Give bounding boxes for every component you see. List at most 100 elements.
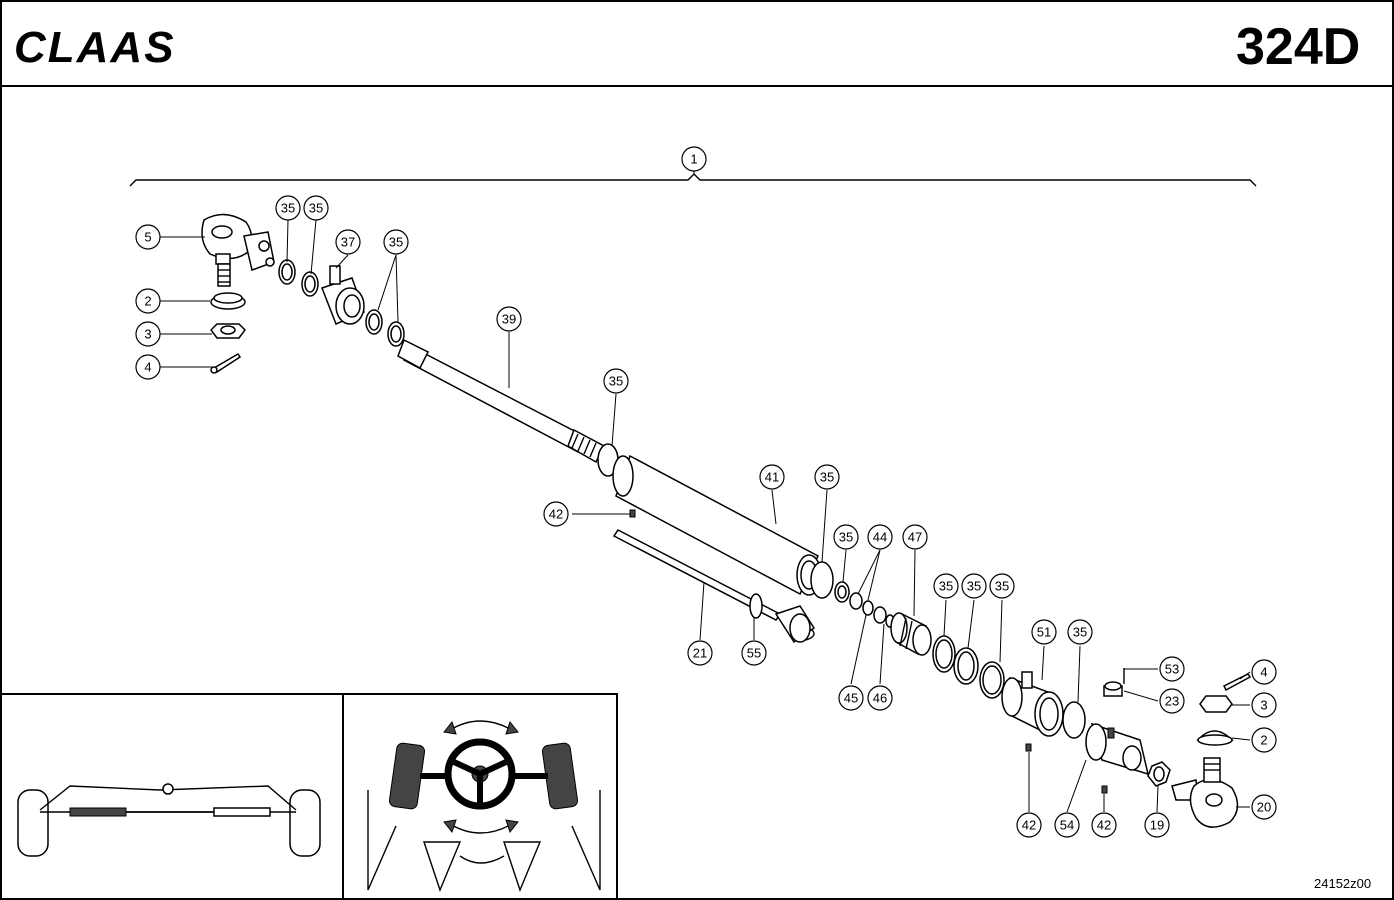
svg-text:35: 35: [609, 374, 623, 389]
svg-text:2: 2: [144, 294, 151, 309]
svg-text:35: 35: [839, 530, 853, 545]
callout-46: 46: [867, 685, 893, 711]
callout-51: 51: [1031, 619, 1057, 645]
seal-ring-far: [1062, 701, 1086, 739]
svg-text:46: 46: [873, 691, 887, 706]
fitting-37: [321, 265, 365, 325]
callout-35-i: 35: [989, 573, 1015, 599]
end-housing-54: [1085, 722, 1150, 776]
svg-text:51: 51: [1037, 625, 1051, 640]
screw-42-right-b: [1101, 785, 1108, 794]
svg-text:5: 5: [144, 230, 151, 245]
callout-35-f: 35: [833, 524, 859, 550]
callout-4-right: 4: [1251, 659, 1277, 685]
piston-47: [890, 612, 932, 656]
svg-text:23: 23: [1165, 694, 1179, 709]
svg-text:45: 45: [844, 691, 858, 706]
leader-lines: [160, 219, 1251, 813]
svg-text:35: 35: [995, 579, 1009, 594]
callout-35-g: 35: [933, 573, 959, 599]
left-hardware: [210, 292, 246, 374]
svg-text:53: 53: [1165, 662, 1179, 677]
drawing-reference: 24152z00: [1314, 876, 1371, 891]
callout-41: 41: [759, 464, 785, 490]
svg-text:3: 3: [144, 327, 151, 342]
callout-42-mid: 42: [543, 501, 569, 527]
callout-55: 55: [741, 640, 767, 666]
screw-42-mid: [629, 509, 636, 518]
piston-rod-39: [397, 338, 605, 464]
callout-44: 44: [867, 524, 893, 550]
cylinder-tube-41: [612, 454, 822, 596]
svg-text:35: 35: [1073, 625, 1087, 640]
callout-35-e: 35: [814, 464, 840, 490]
callout-45: 45: [838, 685, 864, 711]
grease-nipple-23: [1103, 668, 1125, 697]
tie-rod-end-right: [1171, 757, 1239, 828]
svg-text:39: 39: [502, 312, 516, 327]
callout-35-b: 35: [303, 195, 329, 221]
seal-rings-right: [932, 635, 1005, 699]
svg-text:42: 42: [1022, 818, 1036, 833]
svg-text:35: 35: [309, 201, 323, 216]
tie-rod-end-left: [201, 213, 275, 287]
callout-3-right: 3: [1251, 692, 1277, 718]
svg-text:41: 41: [765, 470, 779, 485]
cylinder-head-51: [1001, 671, 1064, 737]
svg-text:4: 4: [144, 360, 151, 375]
svg-text:35: 35: [820, 470, 834, 485]
page-number: 324D: [1236, 18, 1360, 76]
svg-text:42: 42: [549, 507, 563, 522]
callout-53: 53: [1159, 656, 1185, 682]
screw-42-right-a: [1025, 743, 1032, 752]
svg-text:20: 20: [1257, 800, 1271, 815]
tube-21: [612, 529, 816, 644]
callout-35-d: 35: [603, 368, 629, 394]
callout-35-c: 35: [383, 229, 409, 255]
callout-35-a: 35: [275, 195, 301, 221]
svg-text:19: 19: [1150, 818, 1164, 833]
assembly-bracket: [129, 170, 1257, 187]
inset-axle-drawing: [17, 783, 321, 857]
svg-text:37: 37: [341, 235, 355, 250]
svg-text:35: 35: [967, 579, 981, 594]
callout-3-left: 3: [135, 321, 161, 347]
svg-text:4: 4: [1260, 665, 1267, 680]
inset-steering-drawing: [367, 720, 601, 892]
callout-23: 23: [1159, 688, 1185, 714]
seal-rings-mid: [810, 561, 895, 628]
callout-2-left: 2: [135, 288, 161, 314]
callout-4-left: 4: [135, 354, 161, 380]
callout-37: 37: [335, 229, 361, 255]
callout-19: 19: [1144, 812, 1170, 838]
callout-42-b: 42: [1091, 812, 1117, 838]
svg-text:35: 35: [281, 201, 295, 216]
callout-39: 39: [496, 306, 522, 332]
callout-20: 20: [1251, 794, 1277, 820]
callout-21: 21: [687, 640, 713, 666]
right-hardware: [1196, 673, 1252, 746]
svg-text:3: 3: [1260, 698, 1267, 713]
callout-35-j: 35: [1067, 619, 1093, 645]
svg-text:21: 21: [693, 646, 707, 661]
nut-19: [1147, 761, 1171, 787]
svg-text:2: 2: [1260, 733, 1267, 748]
brand-logo: CLAAS: [14, 23, 176, 72]
callout-42-a: 42: [1016, 812, 1042, 838]
svg-text:35: 35: [389, 235, 403, 250]
callout-35-h: 35: [961, 573, 987, 599]
callout-54: 54: [1054, 812, 1080, 838]
svg-text:44: 44: [873, 530, 887, 545]
svg-text:54: 54: [1060, 818, 1074, 833]
callout-1: 1: [681, 146, 707, 172]
svg-text:42: 42: [1097, 818, 1111, 833]
svg-text:1: 1: [690, 152, 697, 167]
callout-47: 47: [902, 524, 928, 550]
svg-text:35: 35: [939, 579, 953, 594]
inset-steering-box: [342, 693, 618, 900]
svg-text:47: 47: [908, 530, 922, 545]
callout-5: 5: [135, 224, 161, 250]
